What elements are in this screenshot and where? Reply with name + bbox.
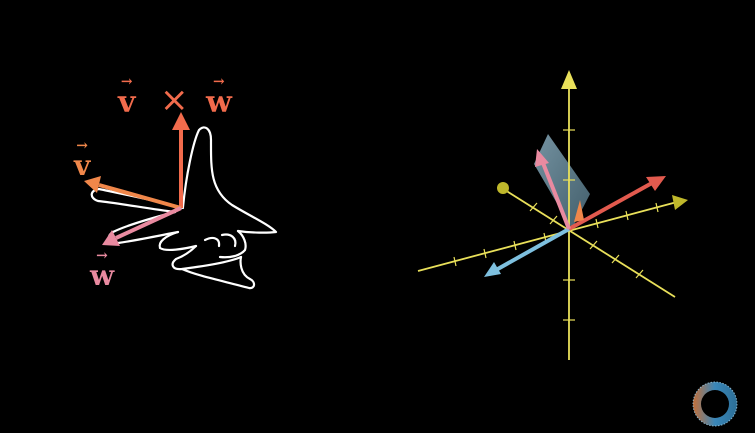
label-left-w: →w: [90, 249, 115, 292]
axes-3d: [417, 70, 688, 360]
label-top-w-text: w: [206, 85, 232, 120]
vector-arrow-icon: →: [213, 74, 225, 90]
pink-vector-3d: [535, 149, 571, 230]
blue-vector-3d: [484, 227, 570, 277]
label-times: ×: [160, 80, 189, 120]
origin-cone: [574, 200, 584, 222]
z-axis-tip: [561, 70, 577, 89]
x-axis-tip: [672, 195, 688, 210]
right-hand-rule: [84, 112, 278, 290]
axis-lines: [417, 84, 678, 360]
span-plane: [534, 134, 590, 229]
vector-arrow-icon: →: [76, 138, 89, 154]
red-vector-3d: [568, 176, 666, 231]
label-top-v-text: v: [118, 85, 136, 120]
pi-creature-eye-icon: [692, 381, 738, 427]
label-top-v: →v: [118, 75, 136, 120]
label-left-v: →v: [74, 139, 91, 182]
w-vector: [102, 206, 182, 246]
vector-arrow-icon: →: [96, 248, 108, 264]
cross-product-vector: [172, 112, 190, 208]
label-left-w-text: w: [90, 259, 115, 292]
hand-outline: [90, 126, 278, 290]
v-vector: [84, 176, 182, 210]
label-top-w: →w: [206, 75, 232, 120]
label-left-v-text: v: [74, 149, 91, 182]
vector-arrow-icon: →: [120, 74, 133, 90]
y-axis-tip: [497, 182, 509, 194]
axis-ticks: [453, 129, 659, 321]
